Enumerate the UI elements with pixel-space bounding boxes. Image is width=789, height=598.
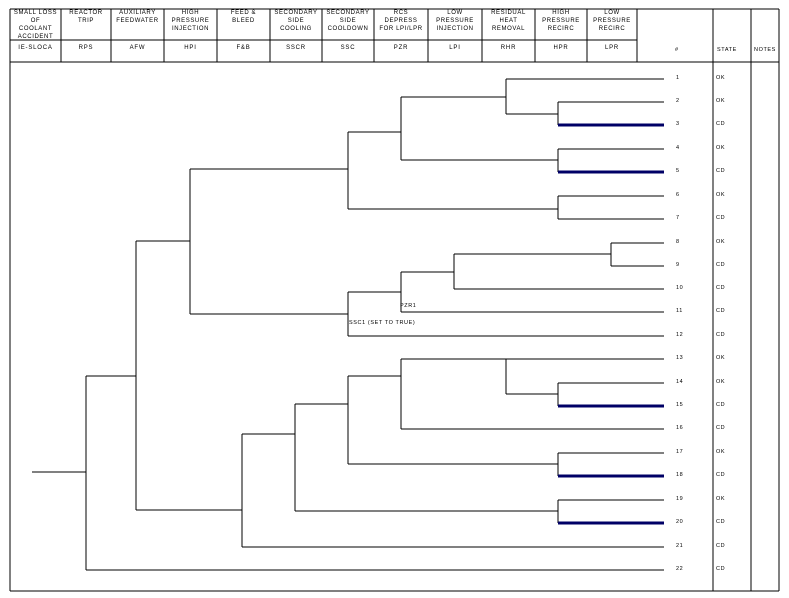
sequence-number-18: 18 — [676, 472, 684, 478]
sequence-state-7: CD — [716, 215, 726, 221]
sequence-number-9: 9 — [676, 262, 680, 268]
sequence-number-14: 14 — [676, 379, 684, 385]
sequence-state-17: OK — [716, 449, 726, 455]
header-title-7: RCS DEPRESS FOR LPI/LPR — [379, 10, 423, 32]
sequence-state-21: CD — [716, 543, 726, 549]
header-abbr-10: HPR — [553, 45, 569, 51]
sequence-number-10: 10 — [676, 285, 684, 291]
sequence-state-3: CD — [716, 121, 726, 127]
sequence-state-18: CD — [716, 472, 726, 478]
header-title-9: RESIDUAL HEAT REMOVAL — [491, 10, 526, 32]
sequence-state-5: CD — [716, 168, 726, 174]
col-header-notes: NOTES — [754, 47, 776, 53]
header-abbr-8: LPI — [449, 45, 461, 51]
header-title-3: HIGH PRESSURE INJECTION — [171, 10, 210, 32]
sequence-number-7: 7 — [676, 215, 680, 221]
sequence-state-19: OK — [716, 496, 726, 502]
sequence-state-9: CD — [716, 262, 726, 268]
sequence-number-12: 12 — [676, 332, 684, 338]
sequence-state-15: CD — [716, 402, 726, 408]
sequence-number-13: 13 — [676, 355, 684, 361]
sequence-number-5: 5 — [676, 168, 680, 174]
sequence-state-11: CD — [716, 308, 726, 314]
header-abbr-4: F&B — [236, 45, 251, 51]
header-title-2: AUXILIARY FEEDWATER — [116, 10, 159, 24]
header-title-11: LOW PRESSURE RECIRC — [593, 10, 631, 32]
sequence-state-13: OK — [716, 355, 726, 361]
header-title-1: REACTOR TRIP — [69, 10, 103, 24]
header-abbr-6: SSC — [340, 45, 356, 51]
sequence-number-8: 8 — [676, 239, 680, 245]
sequence-number-20: 20 — [676, 519, 684, 525]
sequence-number-16: 16 — [676, 425, 684, 431]
sequence-number-2: 2 — [676, 98, 680, 104]
header-abbr-9: RHR — [500, 45, 517, 51]
header-abbr-3: HPI — [184, 45, 197, 51]
header-title-8: LOW PRESSURE INJECTION — [436, 10, 474, 32]
header-abbr-2: AFW — [129, 45, 146, 51]
sequence-number-19: 19 — [676, 496, 684, 502]
sequence-state-6: OK — [716, 192, 726, 198]
col-header-state: STATE — [717, 47, 737, 53]
sequence-state-2: OK — [716, 98, 726, 104]
header-title-0: SMALL LOSS OF COOLANT ACCIDENT — [13, 10, 58, 40]
sequence-state-12: CD — [716, 332, 726, 338]
header-abbr-5: SSCR — [286, 45, 306, 51]
sequence-number-21: 21 — [676, 543, 684, 549]
col-header-seq: # — [675, 47, 679, 53]
sequence-state-20: CD — [716, 519, 726, 525]
sequence-state-1: OK — [716, 75, 726, 81]
sequence-state-16: CD — [716, 425, 726, 431]
annotation-pzr1: PZR1 — [400, 303, 417, 309]
header-title-5: SECONDARY SIDE COOLING — [274, 10, 318, 32]
sequence-state-10: CD — [716, 285, 726, 291]
sequence-state-8: OK — [716, 239, 726, 245]
header-abbr-1: RPS — [78, 45, 94, 51]
sequence-state-14: OK — [716, 379, 726, 385]
sequence-number-15: 15 — [676, 402, 684, 408]
sequence-number-3: 3 — [676, 121, 680, 127]
header-abbr-11: LPR — [604, 45, 620, 51]
header-title-6: SECONDARY SIDE COOLDOWN — [326, 10, 370, 32]
header-title-4: FEED & BLEED — [230, 10, 257, 24]
sequence-number-17: 17 — [676, 449, 684, 455]
sequence-number-1: 1 — [676, 75, 680, 81]
sequence-number-6: 6 — [676, 192, 680, 198]
annotation-ssc1: SSC1 (SET TO TRUE) — [349, 320, 416, 326]
header-title-10: HIGH PRESSURE RECIRC — [542, 10, 580, 32]
sequence-state-22: CD — [716, 566, 726, 572]
sequence-state-4: OK — [716, 145, 726, 151]
sequence-number-22: 22 — [676, 566, 684, 572]
sequence-number-11: 11 — [676, 308, 683, 314]
sequence-number-4: 4 — [676, 145, 680, 151]
header-abbr-7: PZR — [393, 45, 409, 51]
header-abbr-0: IE-SLOCA — [18, 45, 53, 51]
